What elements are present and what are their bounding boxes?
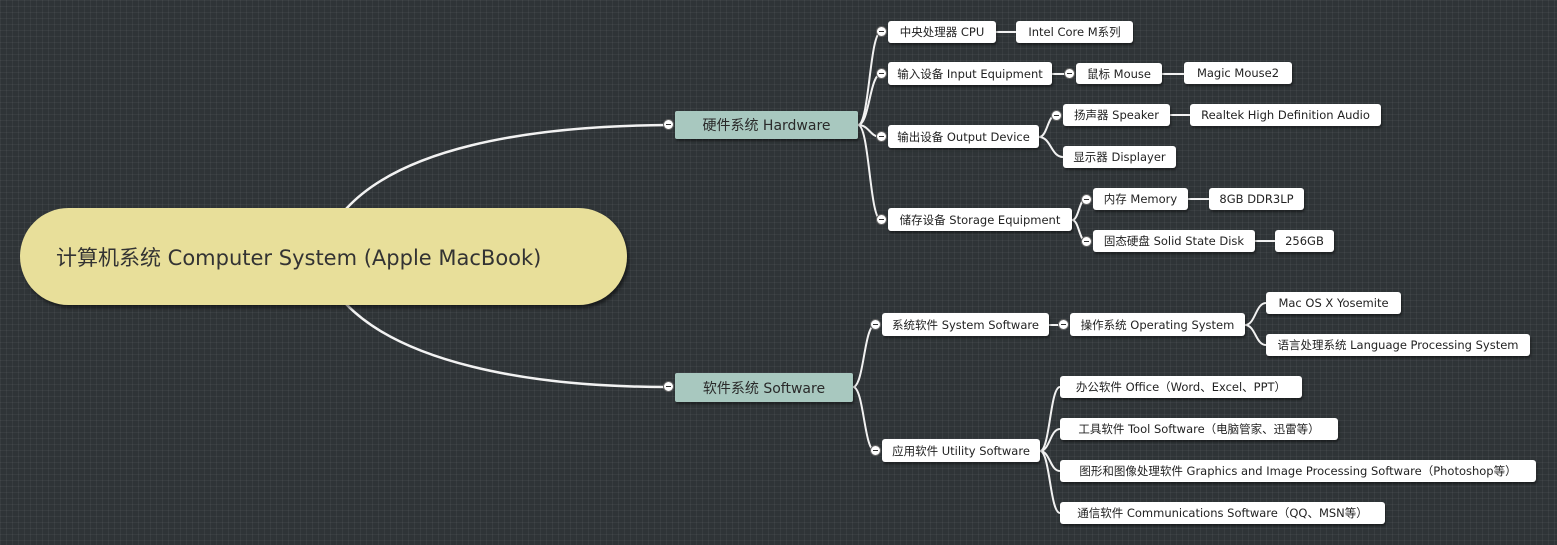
topic-output-device[interactable]: 输出设备 Output Device <box>888 125 1039 148</box>
topic-speaker[interactable]: 扬声器 Speaker <box>1063 104 1170 126</box>
collapse-memory-icon[interactable] <box>1081 194 1092 205</box>
topic-hardware[interactable]: 硬件系统 Hardware <box>675 111 858 139</box>
collapse-speaker-icon[interactable] <box>1051 110 1062 121</box>
topic-office[interactable]: 办公软件 Office（Word、Excel、PPT） <box>1060 376 1302 398</box>
topic-os-value[interactable]: Mac OS X Yosemite <box>1266 292 1401 314</box>
topic-communications-software[interactable]: 通信软件 Communications Software（QQ、MSN等） <box>1060 502 1385 524</box>
topic-graphics-software[interactable]: 图形和图像处理软件 Graphics and Image Processing … <box>1060 460 1536 482</box>
topic-input-equipment[interactable]: 输入设备 Input Equipment <box>888 62 1052 85</box>
topic-memory[interactable]: 内存 Memory <box>1093 188 1188 210</box>
connector-line <box>345 303 669 389</box>
topic-software[interactable]: 软件系统 Software <box>675 373 853 402</box>
collapse-hardware-icon[interactable] <box>663 119 674 130</box>
root-topic[interactable]: 计算机系统 Computer System (Apple MacBook) <box>20 208 627 305</box>
topic-speaker-value[interactable]: Realtek High Definition Audio <box>1190 104 1381 126</box>
connector-line <box>1039 386 1061 452</box>
collapse-utility-software-icon[interactable] <box>870 445 881 456</box>
collapse-output-icon[interactable] <box>876 131 887 142</box>
collapse-operating-system-icon[interactable] <box>1058 319 1069 330</box>
connector-line <box>852 324 876 388</box>
collapse-mouse-icon[interactable] <box>1064 68 1075 79</box>
topic-cpu[interactable]: 中央处理器 CPU <box>888 21 996 43</box>
connector-line <box>852 386 876 452</box>
connector-line <box>1244 302 1267 326</box>
collapse-system-software-icon[interactable] <box>870 319 881 330</box>
collapse-storage-icon[interactable] <box>876 214 887 225</box>
topic-tool-software[interactable]: 工具软件 Tool Software（电脑管家、迅雷等） <box>1060 418 1338 440</box>
connector-line <box>1244 324 1267 346</box>
topic-ssd-value[interactable]: 256GB <box>1275 230 1334 252</box>
connector-line <box>345 123 669 210</box>
topic-memory-value[interactable]: 8GB DDR3LP <box>1209 188 1304 210</box>
topic-mouse-value[interactable]: Magic Mouse2 <box>1184 62 1292 84</box>
collapse-cpu-icon[interactable] <box>876 26 887 37</box>
topic-system-software[interactable]: 系统软件 System Software <box>882 313 1049 336</box>
topic-language-processing[interactable]: 语言处理系统 Language Processing System <box>1266 334 1530 356</box>
topic-displayer[interactable]: 显示器 Displayer <box>1063 146 1176 168</box>
topic-utility-software[interactable]: 应用软件 Utility Software <box>882 439 1040 462</box>
collapse-input-icon[interactable] <box>876 68 887 79</box>
topic-mouse[interactable]: 鼠标 Mouse <box>1076 63 1162 84</box>
connector-line <box>857 31 882 126</box>
topic-ssd[interactable]: 固态硬盘 Solid State Disk <box>1093 230 1255 252</box>
connector-line <box>1039 450 1061 514</box>
topic-operating-system[interactable]: 操作系统 Operating System <box>1070 313 1245 336</box>
connector-line <box>1038 136 1064 158</box>
topic-storage-equipment[interactable]: 储存设备 Storage Equipment <box>888 208 1072 231</box>
collapse-ssd-icon[interactable] <box>1081 236 1092 247</box>
collapse-software-icon[interactable] <box>663 381 674 392</box>
topic-cpu-value[interactable]: Intel Core M系列 <box>1016 21 1133 43</box>
